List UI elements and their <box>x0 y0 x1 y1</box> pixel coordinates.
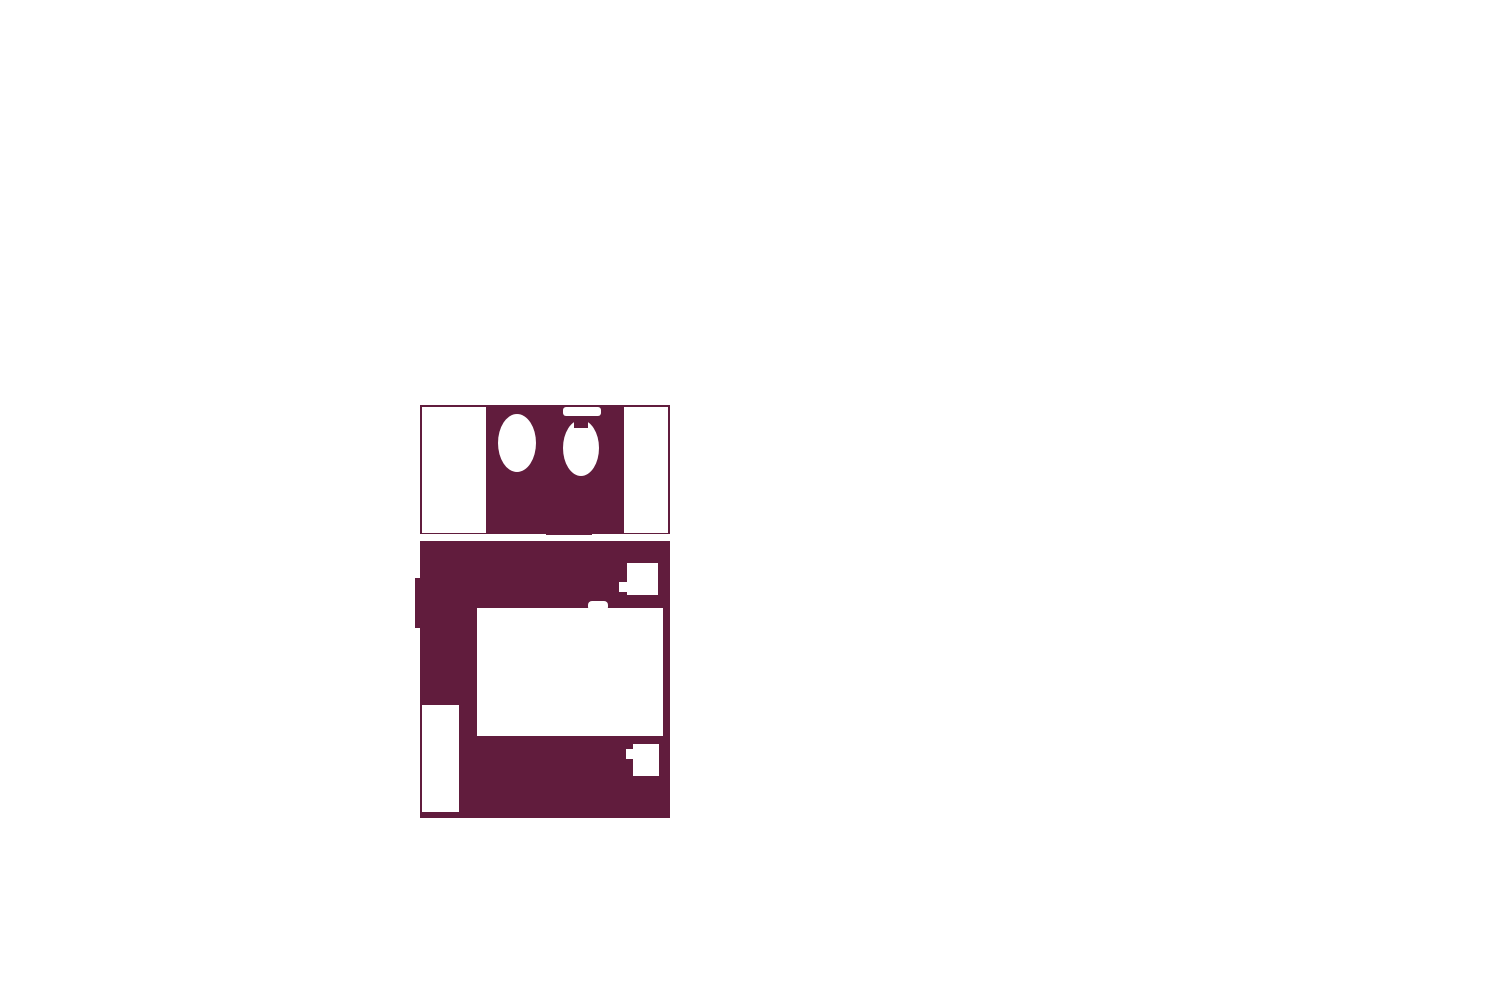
toilet-icon <box>563 420 599 476</box>
nightstand <box>627 563 658 595</box>
wall-notch <box>415 578 423 628</box>
toilet-icon <box>498 414 536 472</box>
nightstand <box>633 744 659 776</box>
divider-wall <box>416 534 670 540</box>
bed <box>477 608 663 736</box>
toilet-seat-gap <box>574 420 588 428</box>
nightstand-lamp <box>626 749 636 759</box>
toilet-tank <box>563 407 601 416</box>
bedroom-room <box>415 541 670 818</box>
bathroom-room <box>420 405 670 535</box>
nightstand-lamp <box>619 582 631 592</box>
dresser <box>422 705 459 812</box>
bed-pillow <box>588 601 608 611</box>
wall-segment-right <box>592 534 670 540</box>
bathroom-closet <box>422 407 486 533</box>
wall-segment-left <box>416 534 546 540</box>
shower-stall <box>624 407 668 533</box>
